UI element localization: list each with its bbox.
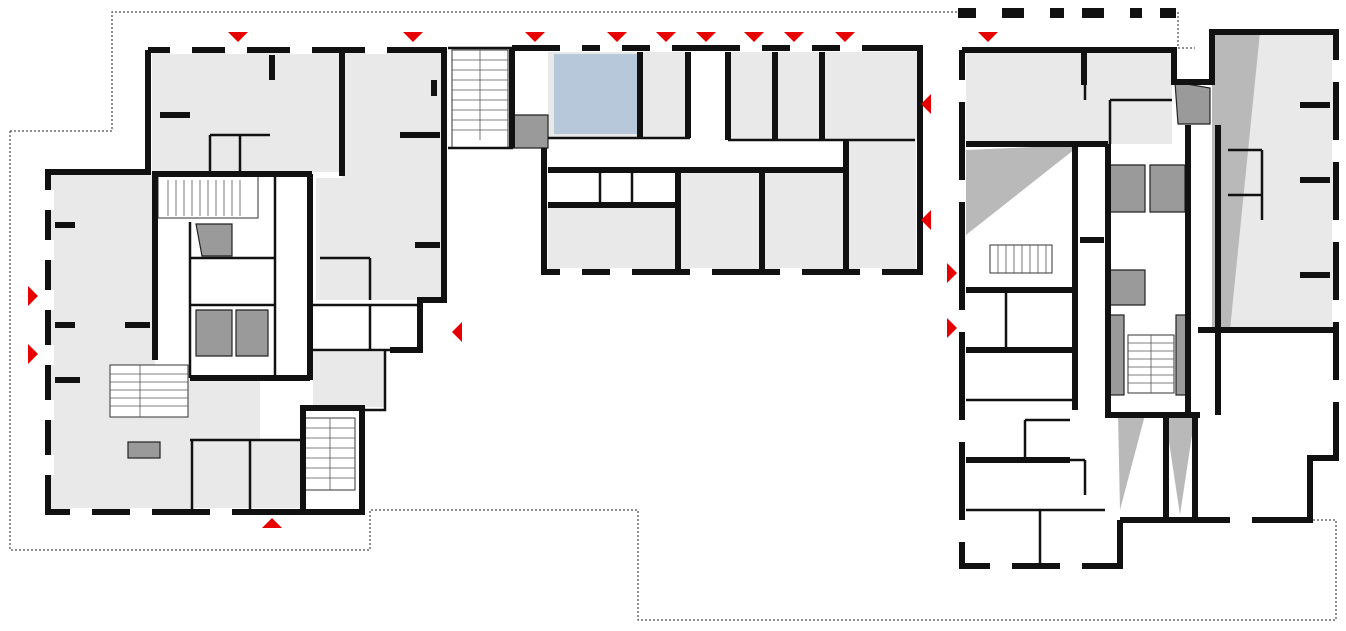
central-wing <box>509 45 923 275</box>
site-boundary-outline-left <box>9 131 1337 621</box>
entrance-marker <box>696 32 716 42</box>
site-boundary-outline-top-right <box>1177 12 1195 49</box>
west-stair-3 <box>305 418 355 490</box>
connector-stair <box>448 46 514 150</box>
east-stair-1 <box>997 245 1047 273</box>
entrance-marker <box>228 32 248 42</box>
entrance-marker <box>28 344 38 364</box>
entrance-marker <box>28 286 38 306</box>
west-stair-2 <box>110 365 188 417</box>
entrance-marker <box>656 32 676 42</box>
entrance-marker <box>921 210 931 230</box>
entrance-marker <box>525 32 545 42</box>
east-wing <box>959 29 1339 569</box>
entrance-marker <box>835 32 855 42</box>
entrance-marker <box>978 32 998 42</box>
entrance-marker <box>262 518 282 528</box>
entrance-marker <box>921 94 931 114</box>
east-stair-2 <box>1128 335 1174 393</box>
west-wing <box>45 47 447 515</box>
entrance-marker <box>607 32 627 42</box>
entrance-marker <box>784 32 804 42</box>
west-stair-1 <box>167 180 241 216</box>
rooftop-markers <box>958 8 1176 18</box>
entrance-marker <box>947 318 957 338</box>
entrance-marker <box>744 32 764 42</box>
windows <box>44 44 1340 570</box>
entrance-marker <box>403 32 423 42</box>
highlighted-unit <box>554 54 638 134</box>
entrance-marker <box>947 263 957 283</box>
entrance-marker <box>452 322 462 342</box>
site-boundary-outline <box>10 11 958 132</box>
entrance-markers <box>28 32 998 528</box>
